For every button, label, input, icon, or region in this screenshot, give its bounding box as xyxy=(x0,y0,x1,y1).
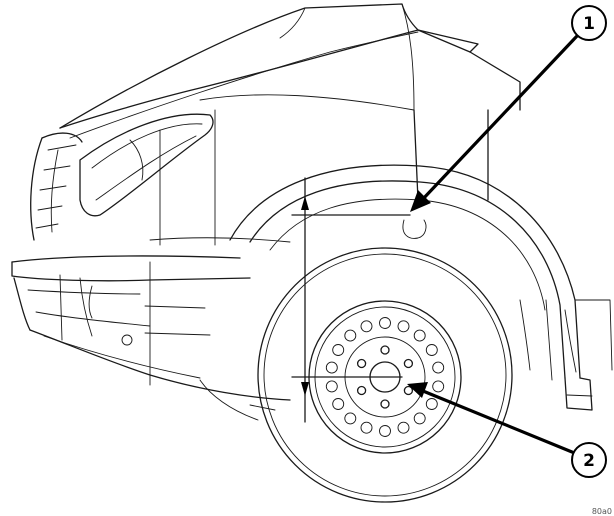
rim-vent-hole xyxy=(397,320,410,333)
tire xyxy=(257,247,513,503)
callout-1-label: 1 xyxy=(583,14,595,34)
rim-vent-hole xyxy=(332,398,345,410)
rim-vent-hole xyxy=(379,425,391,437)
rim-vent-hole xyxy=(332,344,345,356)
rim-vent-hole xyxy=(325,361,338,374)
front-bumper xyxy=(11,255,291,421)
lug-nuts xyxy=(356,345,414,409)
rim-vent-hole xyxy=(344,412,357,425)
measurement-lines xyxy=(291,177,411,423)
figure-id: 80a0 xyxy=(592,507,612,516)
callout-2: 2 xyxy=(407,382,607,478)
lug-nut xyxy=(356,385,367,396)
rim-vent-hole xyxy=(325,380,338,393)
rim-vent-hole xyxy=(360,421,373,434)
lug-nut xyxy=(403,385,414,396)
rim-vent-hole xyxy=(397,421,410,434)
rim-vent-hole xyxy=(344,329,357,342)
rim-vent-hole xyxy=(379,317,391,329)
rim-vent-hole xyxy=(360,320,373,333)
callout-1: 1 xyxy=(410,5,607,212)
callout-2-label: 2 xyxy=(583,451,595,471)
lug-nut xyxy=(403,358,414,369)
lug-nut xyxy=(356,358,367,369)
rim-vent-hole xyxy=(413,329,426,342)
rim-vent-holes xyxy=(325,317,445,437)
rim-vent-hole xyxy=(432,361,445,374)
rim-vent-hole xyxy=(413,412,426,425)
grille xyxy=(30,132,83,241)
lug-nut xyxy=(380,345,390,355)
rim-vent-hole xyxy=(425,398,438,410)
rim-vent-hole xyxy=(432,380,445,393)
headlamp xyxy=(79,113,214,217)
fender-body xyxy=(149,29,521,246)
hood-outline xyxy=(59,3,479,139)
lug-nut xyxy=(380,399,390,409)
rim-vent-hole xyxy=(425,344,438,356)
